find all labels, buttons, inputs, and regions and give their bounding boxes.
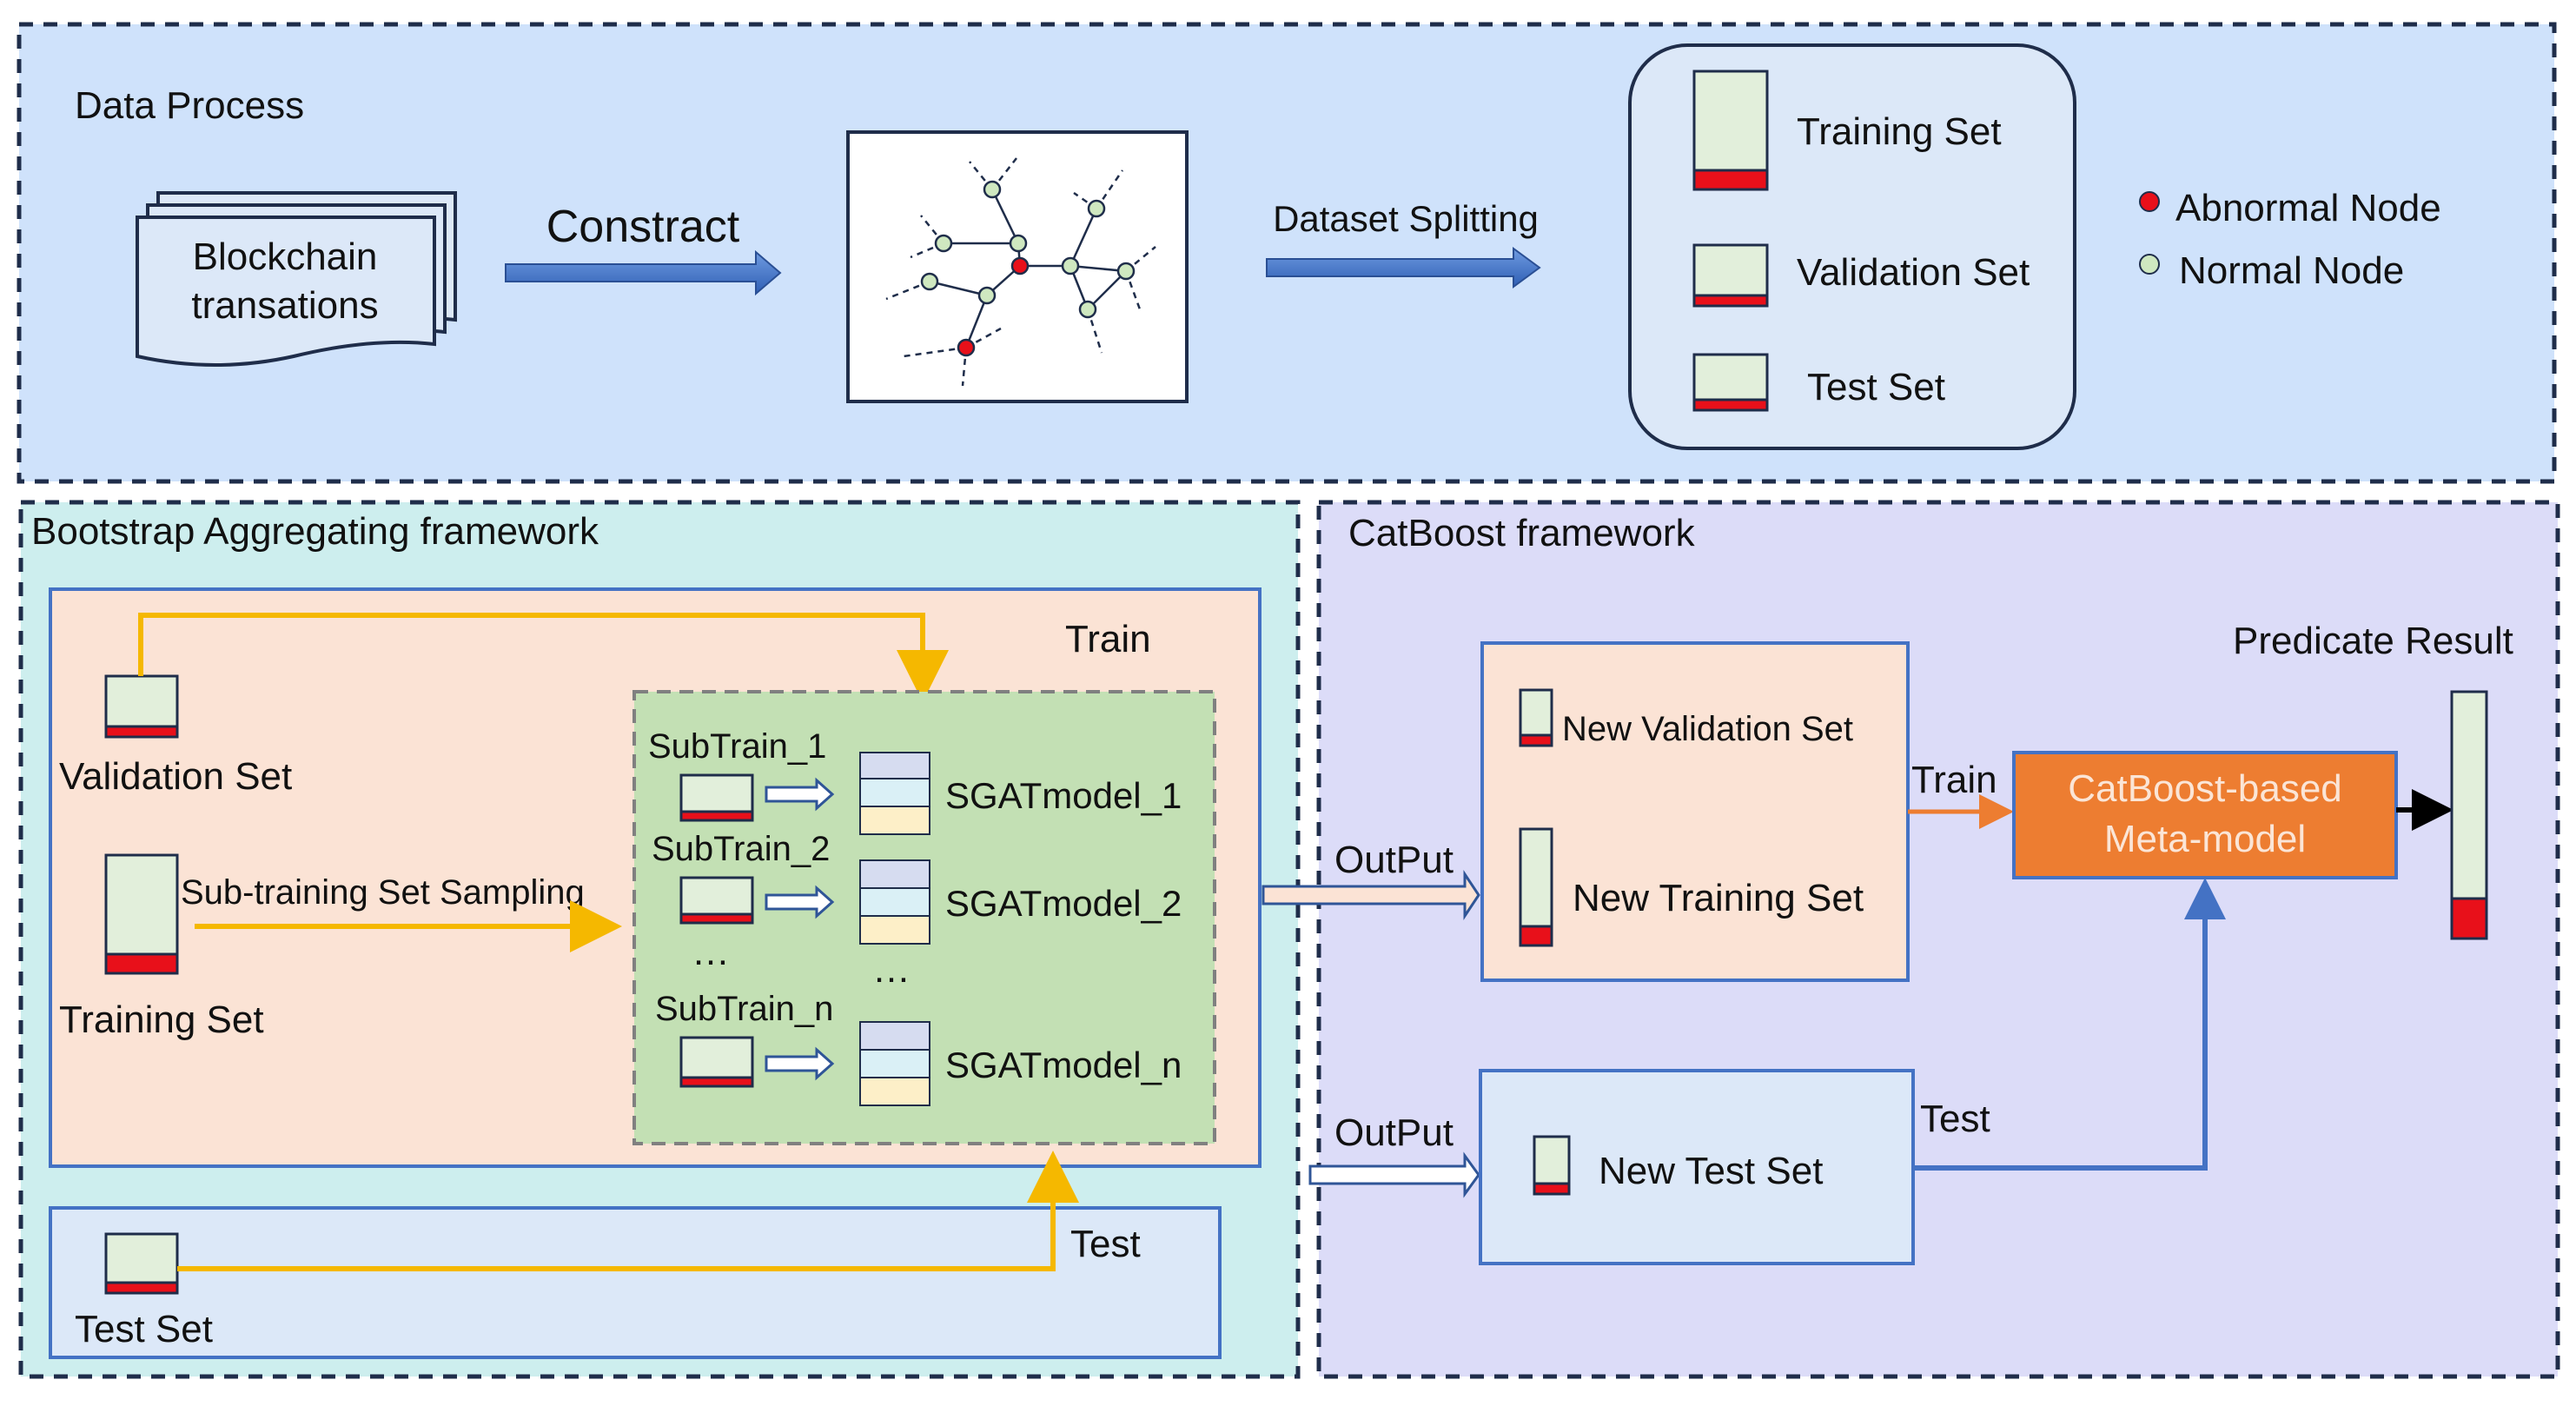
subtrain-2-label: SubTrain_2 xyxy=(652,830,830,868)
dataset-splits-box: Training Set Validation Set Test Set xyxy=(1628,43,2076,450)
legend-normal: Normal Node xyxy=(2179,249,2404,292)
model-2-stack-icon xyxy=(859,859,930,945)
dataset-splitting-label: Dataset Splitting xyxy=(1273,198,1539,239)
output-arrow-2 xyxy=(1308,1151,1480,1198)
test-flow-arrow xyxy=(177,1151,1079,1271)
validation-flow-arrow xyxy=(138,613,949,702)
bagging-test-label: Test xyxy=(1070,1223,1141,1265)
blockchain-document-icon: Blockchain transations xyxy=(136,191,457,367)
new-test-label: New Test Set xyxy=(1599,1150,1823,1192)
subtrain-n-label: SubTrain_n xyxy=(655,990,833,1028)
split-validation-label: Validation Set xyxy=(1797,251,2030,294)
output-arrow-1 xyxy=(1262,870,1480,920)
model-ellipsis: … xyxy=(872,948,911,991)
bagging-title: Bootstrap Aggregating framework xyxy=(31,510,599,553)
subtrain-1-label: SubTrain_1 xyxy=(648,727,826,766)
subtrain-row-1: SubTrain_1 SGATmodel_1 xyxy=(648,727,1182,835)
model-n-label: SGATmodel_n xyxy=(945,1045,1182,1085)
bag-test-label: Test Set xyxy=(75,1308,213,1350)
subtrain-ellipsis: … xyxy=(692,931,730,973)
construct-label: Constract xyxy=(546,202,740,252)
new-validation-label: New Validation Set xyxy=(1562,710,1853,748)
new-training-label: New Training Set xyxy=(1573,877,1864,919)
bagging-train-label: Train xyxy=(1065,618,1151,660)
bag-validation-label: Validation Set xyxy=(59,755,292,798)
output-label-1: OutPut xyxy=(1334,839,1454,881)
subtrain-row-n: SubTrain_n SGATmodel_n xyxy=(655,990,1182,1106)
split-training-label: Training Set xyxy=(1797,110,2002,153)
data-process-panel: Data Process Blockchain transations Cons… xyxy=(17,22,2557,484)
graph-network-box xyxy=(846,130,1189,403)
model-n-stack-icon xyxy=(859,1021,930,1106)
catboost-test-label: Test xyxy=(1920,1098,1990,1140)
construct-arrow: Constract xyxy=(505,202,782,296)
test-arrow xyxy=(1913,878,2226,1171)
result-label: Predicate Result xyxy=(2233,620,2513,662)
subtrain-row-2: SubTrain_2 SGATmodel_2 xyxy=(652,830,1182,945)
catboost-panel: CatBoost framework OutPut OutPut New Val… xyxy=(1262,500,2560,1379)
output-label-2: OutPut xyxy=(1334,1111,1454,1154)
dataset-splitting-arrow: Dataset Splitting xyxy=(1266,198,1541,289)
data-process-title: Data Process xyxy=(75,84,304,127)
meta-model-box xyxy=(2012,751,2398,879)
catboost-train-label: Train xyxy=(1911,759,1997,801)
meta-model-line-1: CatBoost-based xyxy=(2068,767,2342,810)
legend-abnormal: Abnormal Node xyxy=(2175,187,2441,229)
model-2-label: SGATmodel_2 xyxy=(945,883,1182,924)
normal-node-icon xyxy=(2139,254,2160,275)
split-test-label: Test Set xyxy=(1807,366,1945,408)
node-legend: Abnormal Node Normal Node xyxy=(2139,187,2441,292)
doc-line-2: transations xyxy=(191,284,378,327)
sampling-label: Sub-training Set Sampling xyxy=(181,873,585,912)
meta-model-line-2: Meta-model xyxy=(2104,818,2306,860)
abnormal-node-icon xyxy=(2139,191,2160,212)
test-box xyxy=(49,1206,1222,1359)
new-sets-box xyxy=(1480,641,1910,982)
bagging-panel: Bootstrap Aggregating framework Train Va… xyxy=(18,500,1301,1379)
catboost-title: CatBoost framework xyxy=(1348,512,1696,554)
bag-training-label: Training Set xyxy=(59,998,264,1041)
doc-line-1: Blockchain xyxy=(193,236,378,278)
model-1-stack-icon xyxy=(859,752,930,835)
model-1-label: SGATmodel_1 xyxy=(945,775,1182,816)
